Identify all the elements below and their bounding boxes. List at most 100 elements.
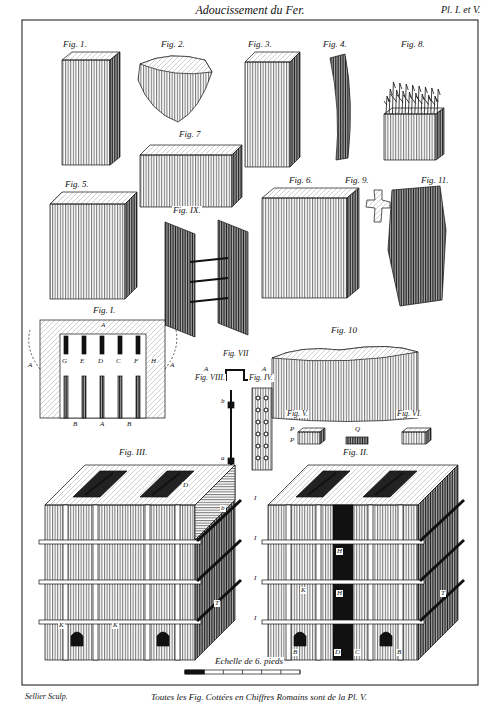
furnace-opening bbox=[296, 471, 350, 497]
column-hole bbox=[256, 456, 260, 460]
grate-bar bbox=[85, 473, 113, 495]
iron-block bbox=[50, 204, 125, 299]
plan-wall bbox=[118, 336, 122, 354]
reference-letter: B bbox=[72, 421, 78, 428]
figure-number: Fig. V. bbox=[286, 410, 309, 418]
grate-bar bbox=[375, 473, 403, 495]
reference-letter: I bbox=[253, 575, 257, 582]
iron-lump bbox=[138, 56, 212, 122]
column-hole bbox=[256, 432, 260, 436]
iron-block bbox=[125, 192, 137, 299]
iron-lump bbox=[140, 56, 212, 74]
scale-tick bbox=[261, 670, 262, 674]
scale-bar bbox=[185, 670, 204, 674]
figure-number: Fig. 5. bbox=[64, 180, 90, 189]
crystal-needle bbox=[416, 86, 421, 114]
reference-letter: H bbox=[336, 590, 343, 597]
reference-letter: C bbox=[115, 358, 122, 365]
scale-tick bbox=[280, 670, 281, 674]
fire-arch bbox=[157, 632, 169, 646]
reference-letter: D bbox=[334, 649, 341, 656]
column-hole bbox=[264, 432, 268, 436]
crystal-needle bbox=[413, 93, 418, 114]
iron-bar bbox=[290, 52, 300, 167]
iron-bar bbox=[245, 62, 290, 167]
small-block bbox=[320, 428, 325, 444]
tie-bar bbox=[39, 540, 201, 544]
figure-number: Fig. 9. bbox=[344, 176, 370, 185]
column-hole bbox=[256, 420, 260, 424]
column-hole bbox=[264, 420, 268, 424]
figure-number: Fig. IX. bbox=[172, 206, 202, 215]
furnace-opening bbox=[140, 471, 194, 497]
reference-letter: P bbox=[289, 426, 295, 433]
cementation-plate bbox=[218, 220, 248, 335]
crystal-needle bbox=[387, 89, 392, 114]
small-block bbox=[402, 432, 426, 444]
figure-number: Fig. 10 bbox=[330, 326, 358, 335]
reference-letter: B bbox=[396, 649, 402, 656]
plan-wall bbox=[82, 336, 86, 354]
tie-bar bbox=[197, 540, 241, 581]
small-piece bbox=[346, 437, 368, 444]
reference-letter: Echelle de 6. pieds bbox=[214, 657, 284, 666]
reference-letter: A bbox=[27, 362, 33, 369]
reference-letter: Sellier Sculp. bbox=[24, 693, 69, 701]
furnace-opening bbox=[363, 471, 417, 497]
iron-block bbox=[347, 188, 359, 298]
tie-bar bbox=[262, 540, 424, 544]
figure-number: Fig. VII bbox=[222, 350, 249, 358]
reference-letter: a bbox=[220, 455, 226, 462]
iron-bar bbox=[62, 60, 110, 165]
plan-wall bbox=[136, 376, 140, 418]
figures bbox=[29, 52, 464, 674]
column-hole bbox=[264, 456, 268, 460]
plan-wall bbox=[118, 376, 122, 418]
small-block bbox=[298, 432, 320, 444]
small-block bbox=[426, 428, 431, 444]
plan-wall bbox=[82, 376, 86, 418]
reference-letter: A bbox=[99, 421, 105, 428]
tie-bar bbox=[197, 580, 241, 621]
reference-letter: K bbox=[112, 622, 119, 629]
reference-letter: C bbox=[354, 649, 361, 656]
scale-tick bbox=[242, 670, 243, 674]
connecting-rod bbox=[190, 258, 228, 262]
crystal-needle bbox=[390, 82, 395, 114]
figure-number: Fig. 11. bbox=[420, 176, 450, 185]
reference-letter: D bbox=[182, 482, 189, 489]
plan-wall bbox=[64, 376, 68, 418]
draught-arc bbox=[165, 330, 177, 369]
reference-letter: G bbox=[61, 358, 68, 365]
furnace-plan bbox=[40, 320, 165, 418]
tie-bar bbox=[197, 500, 241, 541]
crystal-needle bbox=[406, 92, 411, 114]
rod-knob bbox=[228, 458, 234, 464]
plate-caption: Toutes les Fig. Cottées en Chiffres Roma… bbox=[150, 693, 368, 702]
column-hole bbox=[256, 444, 260, 448]
reference-letter: Q bbox=[354, 426, 361, 433]
reference-letter: K bbox=[58, 622, 65, 629]
fire-arch bbox=[71, 632, 83, 646]
plan-wall bbox=[64, 336, 68, 354]
scale-bar bbox=[185, 670, 300, 674]
crystal-needle bbox=[429, 88, 434, 114]
figure-number: Fig. 2. bbox=[160, 40, 186, 49]
figure-number: Fig. 1. bbox=[62, 40, 88, 49]
reference-letter: A bbox=[261, 366, 267, 373]
connecting-rod bbox=[190, 278, 228, 282]
crystal-needle bbox=[394, 90, 399, 114]
cross-piece bbox=[366, 190, 390, 222]
crystal-needle bbox=[410, 85, 415, 114]
crystal-needle bbox=[403, 84, 408, 114]
figure-number: Fig. VIII. bbox=[194, 374, 226, 382]
reference-letter: A bbox=[203, 366, 209, 373]
column-hole bbox=[256, 408, 260, 412]
iron-block bbox=[140, 155, 232, 207]
crystal-needle bbox=[397, 83, 402, 114]
figure-number: Fig. 7 bbox=[178, 130, 202, 139]
reference-letter: F bbox=[133, 358, 139, 365]
crystal-block bbox=[384, 114, 436, 160]
iron-slab bbox=[388, 186, 446, 306]
